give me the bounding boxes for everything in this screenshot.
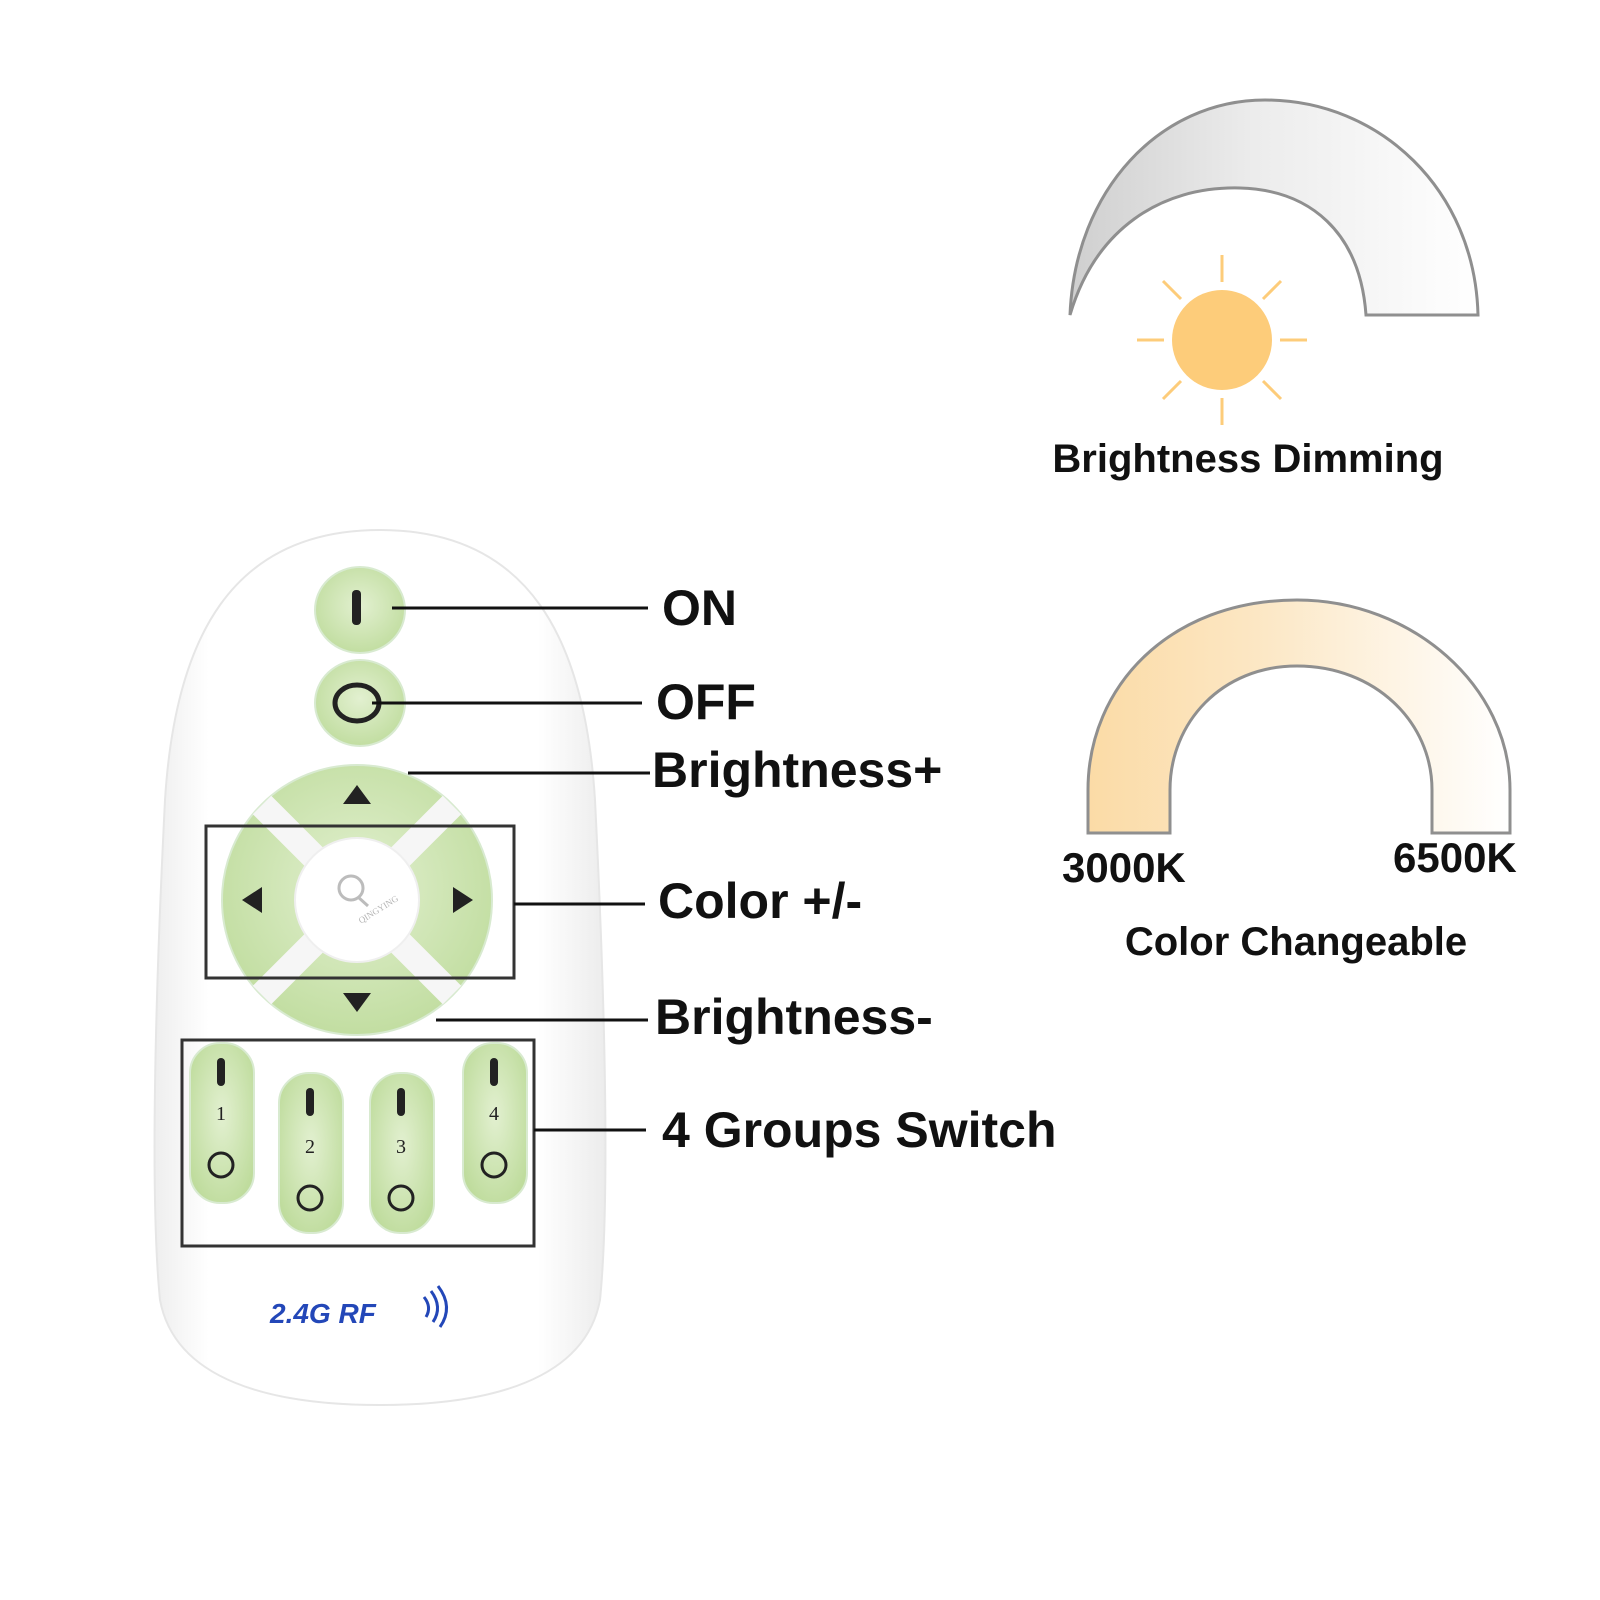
callout-on: ON [662, 580, 737, 636]
remote-control: QINGYING 1 2 [153, 528, 607, 1407]
arrow-down-icon [343, 993, 371, 1012]
callout-brightness-up: Brightness+ [652, 742, 942, 798]
color-changeable-panel: 3000K 6500K Color Changeable [1062, 598, 1517, 964]
color-minus-button[interactable] [242, 887, 262, 913]
dimming-arc [1068, 98, 1480, 317]
logo-center-button[interactable]: QINGYING [294, 837, 420, 963]
callout-off: OFF [656, 674, 756, 730]
callout-brightness-down: Brightness- [655, 989, 933, 1045]
warm-temperature-label: 3000K [1062, 844, 1186, 891]
brightness-down-button[interactable] [343, 993, 371, 1012]
group-number: 4 [489, 1103, 499, 1125]
sun-icon [1137, 255, 1307, 425]
dimming-title: Brightness Dimming [1052, 437, 1443, 481]
group-number: 2 [305, 1136, 315, 1158]
group-number: 1 [216, 1103, 226, 1125]
callout-color: Color +/- [658, 873, 862, 929]
brightness-dimming-panel: Brightness Dimming [1052, 98, 1480, 481]
qingying-logo-icon [337, 874, 370, 908]
d-pad: QINGYING [221, 764, 493, 1036]
group-button-3[interactable]: 3 [369, 1072, 435, 1234]
group-button-2[interactable]: 2 [278, 1072, 344, 1234]
color-plus-button[interactable] [453, 887, 473, 913]
group-button-1[interactable]: 1 [189, 1042, 255, 1204]
group-number: 3 [396, 1136, 406, 1158]
rf-label: 2.4G RF [269, 1298, 377, 1329]
color-temperature-arc [1086, 598, 1512, 835]
group-button-4[interactable]: 4 [462, 1042, 528, 1204]
wireless-signal-icon [422, 1285, 448, 1328]
arrow-up-icon [343, 785, 371, 804]
cool-temperature-label: 6500K [1393, 834, 1517, 881]
brightness-up-button[interactable] [343, 785, 371, 804]
leader-lines [372, 606, 650, 1132]
on-button[interactable] [314, 566, 406, 654]
color-highlight-box [204, 824, 516, 980]
arrow-right-icon [453, 887, 473, 913]
callout-groups: 4 Groups Switch [662, 1102, 1057, 1158]
on-icon [352, 590, 361, 625]
groups-highlight-box [180, 1038, 536, 1248]
arrow-left-icon [242, 887, 262, 913]
color-title: Color Changeable [1125, 920, 1467, 964]
